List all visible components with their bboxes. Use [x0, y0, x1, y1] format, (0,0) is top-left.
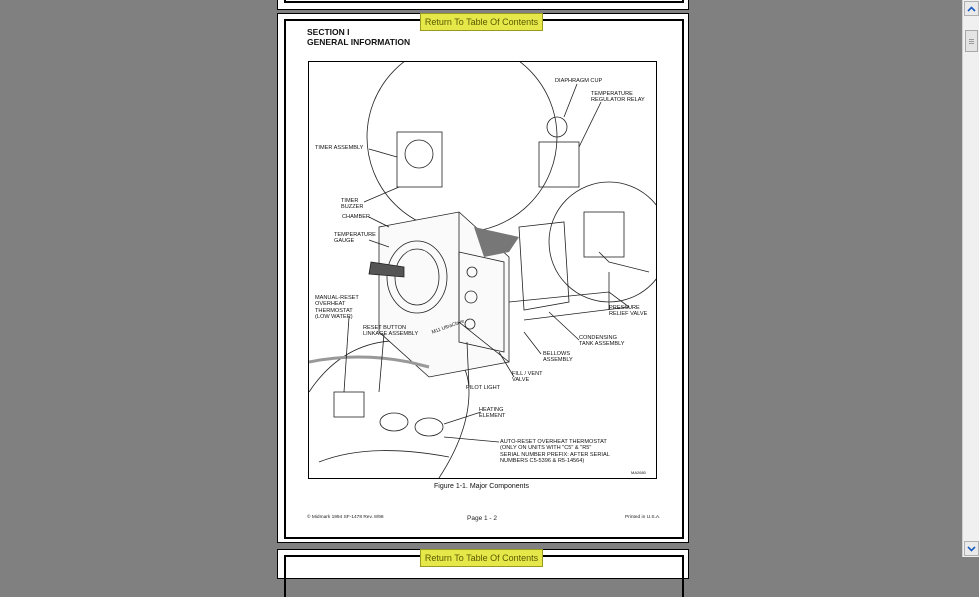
relay-box	[538, 141, 580, 188]
valve-box	[583, 211, 625, 258]
door-handle	[368, 261, 405, 278]
previous-page	[277, 0, 689, 10]
page-border	[284, 0, 684, 3]
callout-reset-button-linkage: RESET BUTTON LINKAGE ASSEMBLY	[363, 325, 419, 338]
timer-dial	[404, 139, 434, 169]
callout-heating-element: HEATING ELEMENT	[479, 407, 506, 420]
component-drawing	[309, 62, 656, 478]
tube	[508, 291, 631, 321]
callout-bellows-assembly: BELLOWS ASSEMBLY	[543, 351, 573, 364]
return-to-toc-button-next[interactable]: Return To Table Of Contents	[420, 549, 543, 567]
figure-caption: Figure 1-1. Major Components	[434, 483, 529, 490]
gauge-dial	[466, 266, 478, 278]
return-to-toc-button[interactable]: Return To Table Of Contents	[420, 13, 543, 31]
chamber-door	[386, 240, 448, 314]
callout-timer-assembly: TIMER ASSEMBLY	[315, 145, 364, 151]
control-panel	[458, 251, 505, 353]
page-number: Page 1 - 2	[467, 515, 497, 522]
chevron-down-icon	[967, 545, 976, 552]
callout-temperature-gauge: TEMPERATURE GAUGE	[334, 232, 376, 245]
callout-pilot-light: PILOT LIGHT	[466, 385, 501, 391]
valve-pipe	[598, 251, 650, 273]
scroll-thumb[interactable]	[965, 30, 978, 52]
scroll-down-button[interactable]	[964, 541, 979, 556]
callout-auto-reset-thermostat: AUTO-RESET OVERHEAT THERMOSTAT (ONLY ON …	[500, 439, 610, 464]
condensing-tank	[518, 221, 570, 311]
callout-temperature-regulator-relay: TEMPERATURE REGULATOR RELAY	[591, 91, 645, 104]
diaphragm-cup	[546, 116, 568, 138]
shadow-area	[474, 227, 519, 257]
figure-code: MA2680	[631, 470, 646, 475]
footer-printed: Printed in U.S.A.	[625, 515, 661, 520]
scroll-up-button[interactable]	[964, 1, 979, 16]
wire	[318, 450, 450, 463]
callout-timer-buzzer: TIMER BUZZER	[341, 198, 364, 211]
callout-fill-vent-valve: FILL / VENT VALVE	[512, 371, 543, 384]
callout-diaphragm-cup: DIAPHRAGM CUP	[555, 78, 603, 84]
knob	[464, 290, 478, 304]
callout-chamber: CHAMBER	[342, 214, 370, 220]
section-number: SECTION I	[307, 27, 350, 37]
section-title: GENERAL INFORMATION	[307, 37, 411, 47]
water-wave	[309, 355, 430, 369]
timer-detail-circle	[366, 62, 558, 233]
timer-box	[396, 131, 443, 188]
callout-condensing-tank: CONDENSING TANK ASSEMBLY	[579, 335, 625, 348]
knob-2	[464, 318, 476, 330]
footer-copyright: © Midmark 1994 SF-1478 Rev. 8/98	[307, 515, 384, 520]
heating-element-1	[379, 412, 409, 432]
callout-pressure-relief-valve: PRESSURE RELIEF VALVE	[609, 305, 648, 318]
chamber-door-inner	[394, 248, 440, 306]
thermostat-box	[333, 391, 365, 418]
major-components-figure: DIAPHRAGM CUP TEMPERATURE REGULATOR RELA…	[308, 61, 657, 479]
vertical-scrollbar[interactable]	[962, 0, 979, 557]
heating-element-2	[414, 417, 444, 437]
section-heading: SECTION I GENERAL INFORMATION	[307, 27, 410, 47]
chevron-up-icon	[967, 5, 976, 12]
callout-manual-reset-thermostat: MANUAL-RESET OVERHEAT THERMOSTAT (LOW WA…	[315, 295, 359, 320]
